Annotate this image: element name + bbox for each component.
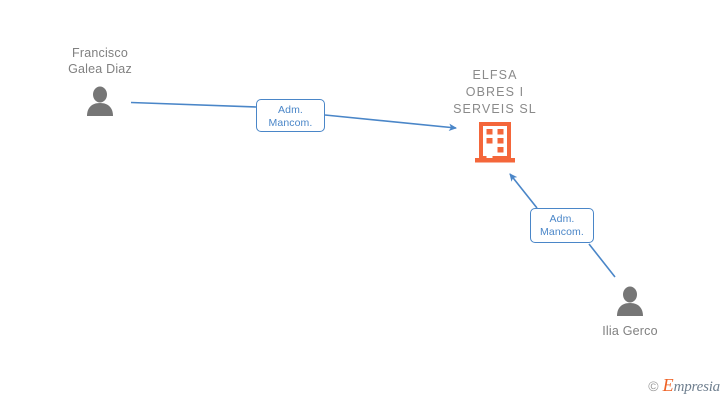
building-icon[interactable]: [474, 122, 516, 166]
edge-label-francisco[interactable]: Adm. Mancom.: [256, 99, 325, 132]
person-francisco-label-line1: Francisco: [72, 46, 128, 60]
edge-line-ilia-lower: [588, 243, 616, 278]
edge-line-ilia-upper: [509, 173, 538, 209]
person-icon[interactable]: [614, 286, 646, 316]
company-label: ELFSA OBRES I SERVEIS SL: [435, 67, 555, 118]
person-francisco-label-line2: Galea Diaz: [68, 62, 132, 76]
edge-line-francisco-right: [324, 114, 457, 131]
edge-label-francisco-line1: Adm.: [278, 104, 303, 116]
person-icon[interactable]: [84, 86, 116, 116]
person-ilia-label-line1: Ilia Gerco: [602, 324, 658, 338]
edge-label-ilia-line2: Mancom.: [540, 226, 584, 238]
brand-initial: E: [662, 375, 674, 395]
edge-line-francisco-left: [130, 101, 257, 108]
copyright-icon: ©: [648, 378, 659, 394]
edge-label-ilia[interactable]: Adm. Mancom.: [530, 208, 594, 243]
brand-name: mpresia: [673, 379, 721, 395]
person-francisco-label: Francisco Galea Diaz: [40, 45, 160, 77]
company-label-line2: OBRES I: [465, 85, 525, 99]
edge-label-ilia-line1: Adm.: [549, 213, 575, 225]
watermark-empresia: © E mpresia: [648, 376, 720, 395]
company-label-line3: SERVEIS SL: [453, 102, 537, 116]
edge-label-francisco-line2: Mancom.: [268, 117, 313, 129]
person-ilia-label: Ilia Gerco: [570, 323, 690, 339]
company-label-line1: ELFSA: [472, 68, 518, 82]
